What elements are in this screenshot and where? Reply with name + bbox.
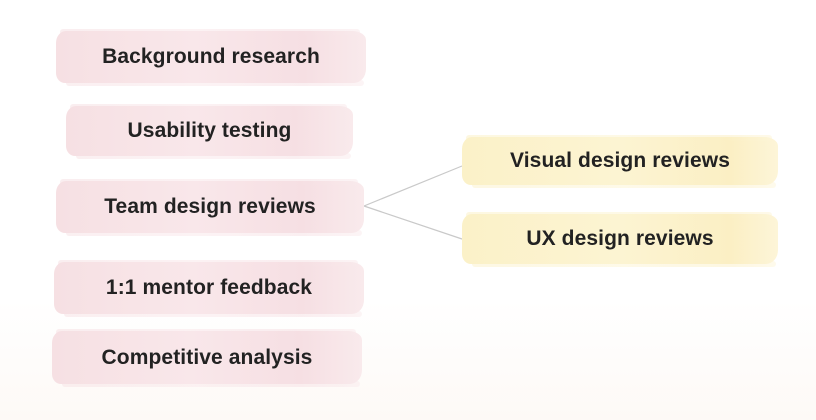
node-label: Team design reviews — [104, 195, 316, 218]
node-ux-design-reviews: UX design reviews — [462, 212, 778, 267]
node-team-design-reviews: Team design reviews — [56, 179, 364, 236]
node-usability-testing: Usability testing — [66, 104, 353, 159]
node-label: Background research — [102, 45, 320, 68]
node-label: Visual design reviews — [510, 149, 730, 172]
connector-to-ux-design-reviews — [363, 205, 463, 240]
node-background-research: Background research — [56, 29, 366, 86]
node-mentor-feedback: 1:1 mentor feedback — [54, 260, 364, 317]
node-competitive-analysis: Competitive analysis — [52, 329, 362, 387]
node-label: Usability testing — [127, 119, 292, 142]
node-label: UX design reviews — [526, 227, 714, 250]
node-label: Competitive analysis — [101, 345, 313, 369]
node-label: 1:1 mentor feedback — [105, 276, 313, 299]
connector-to-visual-design-reviews — [363, 165, 463, 207]
node-visual-design-reviews: Visual design reviews — [462, 135, 778, 188]
